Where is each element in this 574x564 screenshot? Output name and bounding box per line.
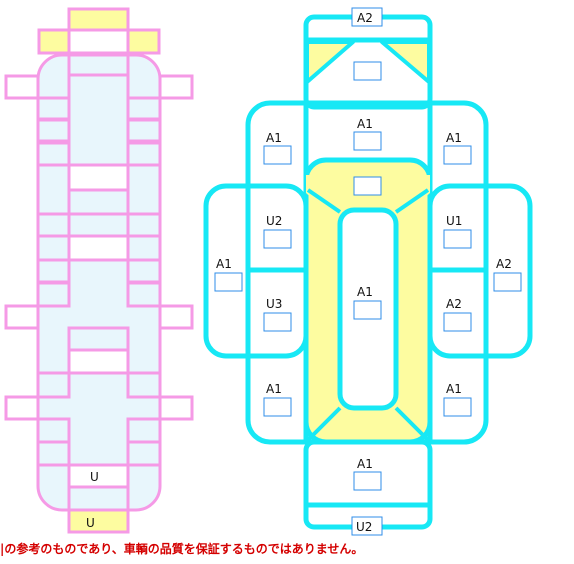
- left-seg-3f: [126, 440, 162, 467]
- box-a1-fl: [214, 272, 243, 292]
- label-a1-tl: A1: [266, 131, 282, 145]
- left-center-1: [67, 163, 130, 192]
- left-seg-2b: [126, 212, 162, 238]
- left-seg-3a: [36, 371, 71, 399]
- box-u2-l: [263, 229, 292, 249]
- right-top-yellow-left: [305, 40, 355, 84]
- left-seg-2f: [126, 281, 162, 308]
- left-bottom-box-3: [67, 508, 130, 534]
- left-center-2: [67, 188, 130, 216]
- left-center-5: [67, 348, 130, 375]
- box-a2-fr: [493, 272, 522, 292]
- left-top-inner-box: [67, 28, 130, 55]
- left-wing-3l: [4, 395, 40, 421]
- left-seg-2e: [36, 281, 71, 308]
- box-top-center: [353, 61, 382, 81]
- box-u1-r: [443, 229, 472, 249]
- tag-bottom: [351, 516, 383, 536]
- label-a2-r: A2: [446, 297, 462, 311]
- box-mid-top: [353, 176, 382, 196]
- left-seg-1d: [126, 118, 162, 143]
- left-seg-2a: [36, 212, 71, 238]
- label-a2-fr: A2: [496, 257, 512, 271]
- right-top-yellow-right: [380, 40, 431, 84]
- box-a1-lower: [353, 471, 382, 491]
- box-a1-tl: [263, 145, 292, 165]
- left-layout-panel: [4, 7, 194, 534]
- left-seg-1e: [36, 141, 71, 167]
- left-top-column: [67, 51, 130, 77]
- left-wing-2r: [158, 304, 194, 330]
- left-label-u-2: U: [86, 516, 95, 530]
- left-wing-3r: [158, 395, 194, 421]
- box-a1-bl: [263, 397, 292, 417]
- box-a2-r: [443, 312, 472, 332]
- left-center-3: [67, 234, 130, 262]
- label-a1-bl: A1: [266, 382, 282, 396]
- label-u2-l: U2: [266, 214, 282, 228]
- label-a1-tr: A1: [446, 131, 462, 145]
- label-a1-br: A1: [446, 382, 462, 396]
- label-a1-upper: A1: [357, 117, 373, 131]
- left-seg-1c: [36, 118, 71, 143]
- left-seg-3b: [126, 371, 162, 399]
- tag-top: [351, 7, 383, 27]
- label-tag-top: A2: [357, 11, 373, 25]
- box-a1-br: [443, 397, 472, 417]
- label-a1-lower: A1: [357, 457, 373, 471]
- label-u1-r: U1: [446, 214, 462, 228]
- box-a1-center: [353, 300, 382, 320]
- left-wing-1l: [4, 74, 40, 100]
- label-tag-bottom: U2: [356, 520, 372, 534]
- label-a1-center: A1: [357, 285, 373, 299]
- box-a1-tr: [443, 145, 472, 165]
- disclaimer-text: |の参考のものであり、車輌の品質を保証するものではありません。: [0, 542, 364, 556]
- left-label-u-1: U: [90, 470, 99, 484]
- label-a1-fl: A1: [216, 257, 232, 271]
- left-wing-1r: [158, 74, 194, 100]
- box-a1-upper: [353, 131, 382, 151]
- box-u3-l: [263, 312, 292, 332]
- label-u3-l: U3: [266, 297, 282, 311]
- left-wing-2l: [4, 304, 40, 330]
- left-seg-1f: [126, 141, 162, 167]
- left-seg-3e: [36, 440, 71, 467]
